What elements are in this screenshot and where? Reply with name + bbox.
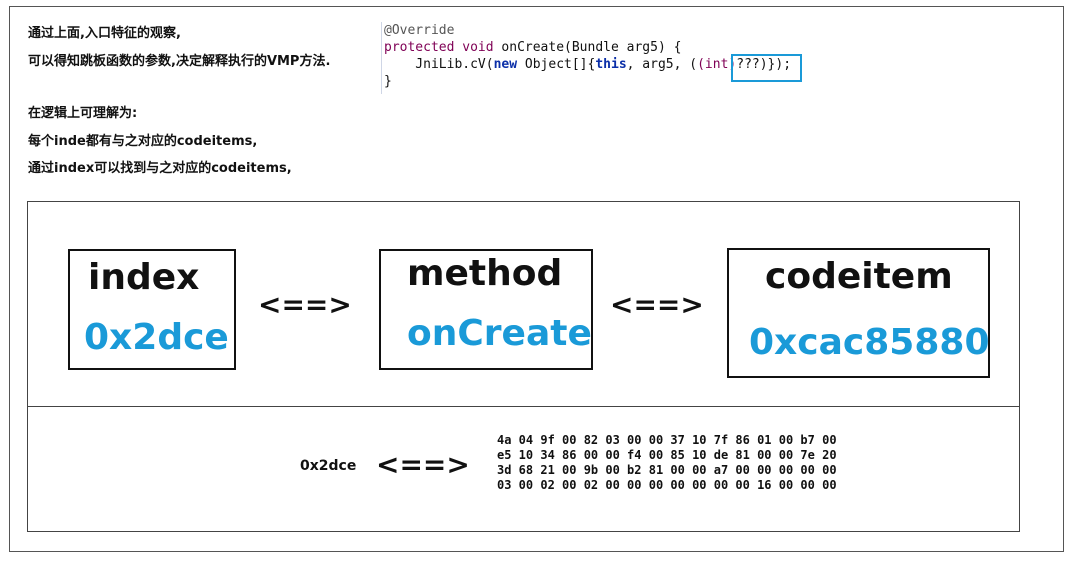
code-call-end: )}); bbox=[759, 57, 792, 72]
note-line-1: 通过上面,入口特征的观察, bbox=[28, 26, 181, 41]
code-keyword-void: void bbox=[462, 40, 494, 55]
note-line-2: 可以得知跳板函数的参数,决定解释执行的VMP方法. bbox=[28, 54, 331, 69]
code-call-prefix: JniLib.cV( bbox=[384, 57, 494, 72]
diagram-divider bbox=[27, 406, 1020, 407]
index-title: index bbox=[88, 257, 200, 298]
hex-row: 03 00 02 00 02 00 00 00 00 00 00 00 16 0… bbox=[497, 478, 837, 492]
note-line-4: 每个inde都有与之对应的codeitems, bbox=[28, 134, 258, 149]
index-box: index 0x2dce bbox=[68, 249, 236, 370]
hex-row: e5 10 34 86 00 00 f4 00 85 10 de 81 00 0… bbox=[497, 448, 837, 462]
hex-arrow: <==> bbox=[376, 448, 470, 481]
code-keyword-this: this bbox=[595, 57, 627, 72]
code-keyword-protected: protected bbox=[384, 40, 455, 55]
hex-row: 4a 04 9f 00 82 03 00 00 37 10 7f 86 01 0… bbox=[497, 433, 837, 447]
arrow-method-codeitem: <==> bbox=[610, 288, 704, 321]
hex-dump: 4a 04 9f 00 82 03 00 00 37 10 7f 86 01 0… bbox=[497, 433, 837, 493]
codeitem-title: codeitem bbox=[765, 256, 953, 297]
highlight-box bbox=[731, 54, 802, 82]
code-gutter bbox=[381, 22, 382, 94]
index-value: 0x2dce bbox=[84, 317, 229, 358]
code-snippet: @Override protected void onCreate(Bundle… bbox=[381, 22, 792, 94]
code-call-args: , arg5, ( bbox=[626, 57, 698, 72]
code-call-mid: Object[]{ bbox=[517, 57, 596, 72]
note-line-5: 通过index可以找到与之对应的codeitems, bbox=[28, 161, 292, 176]
note-line-3: 在逻辑上可理解为: bbox=[28, 106, 138, 121]
hex-row: 3d 68 21 00 9b 00 b2 81 00 00 a7 00 00 0… bbox=[497, 463, 837, 477]
codeitem-box: codeitem 0xcac85880 bbox=[727, 248, 990, 378]
method-box: method onCreate bbox=[379, 249, 593, 370]
code-closing-brace: } bbox=[384, 74, 392, 89]
method-value: onCreate bbox=[407, 313, 592, 354]
outer-frame bbox=[9, 6, 1064, 552]
mapping-diagram bbox=[27, 201, 1020, 532]
code-keyword-new: new bbox=[493, 57, 518, 72]
code-annotation: @Override bbox=[384, 23, 455, 38]
code-cast-int: (int) bbox=[697, 57, 737, 72]
arrow-index-method: <==> bbox=[258, 288, 352, 321]
code-method-signature: onCreate(Bundle arg5) { bbox=[493, 40, 682, 55]
method-title: method bbox=[407, 253, 563, 294]
codeitem-value: 0xcac85880 bbox=[749, 322, 990, 363]
hex-offset-label: 0x2dce bbox=[300, 458, 357, 474]
code-unknown-arg: ??? bbox=[736, 57, 760, 72]
